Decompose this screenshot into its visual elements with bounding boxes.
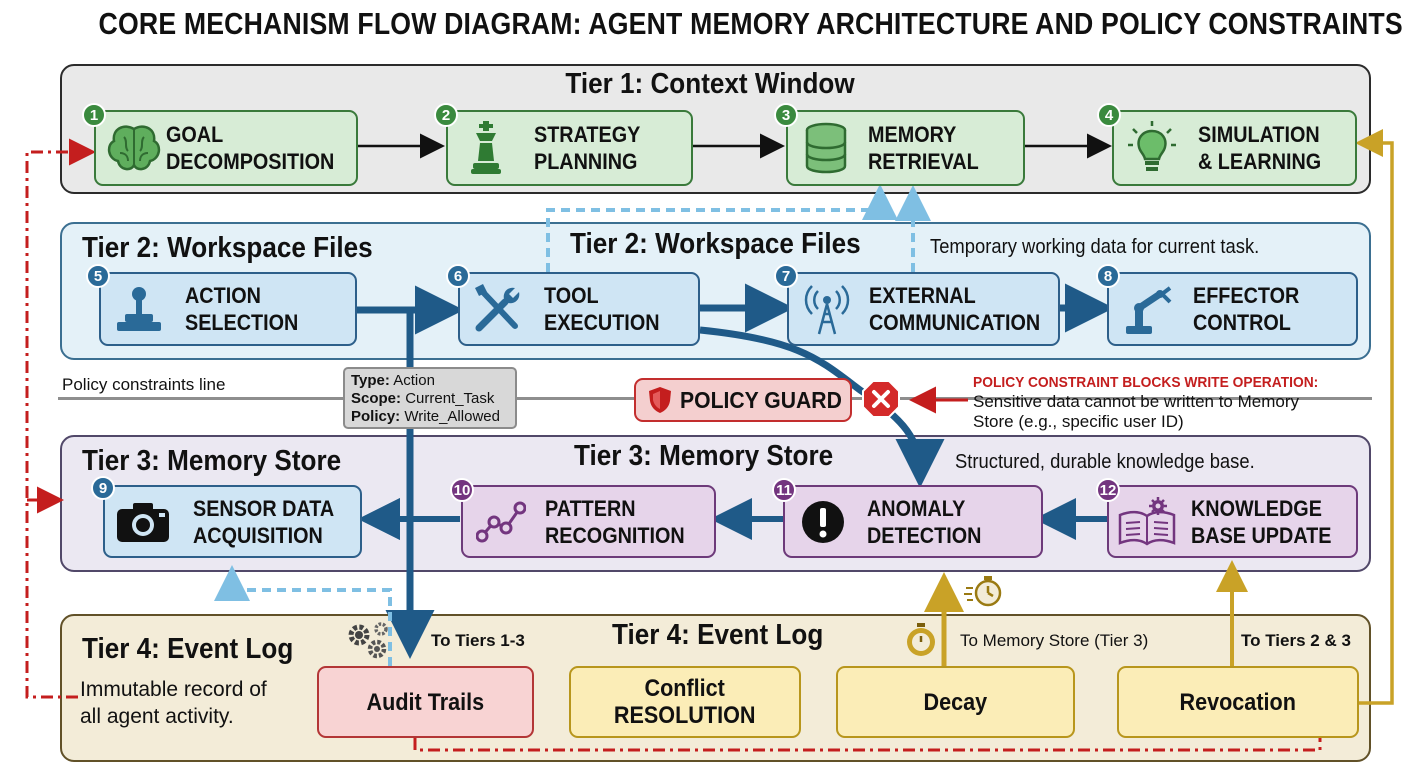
- box-decay: Decay: [836, 666, 1075, 738]
- to-tiers-2-3-label: To Tiers 2 & 3: [1241, 631, 1351, 650]
- redloop-left: [25, 138, 96, 699]
- node-number: 5: [86, 264, 110, 288]
- shield-icon: [648, 386, 672, 414]
- node-number: 2: [434, 103, 458, 127]
- node-number: 4: [1097, 103, 1121, 127]
- node-strategy-planning: STRATEGY PLANNING: [446, 110, 693, 186]
- tag-type-key: Type:: [351, 372, 390, 389]
- to-memory-store-label: To Memory Store (Tier 3): [960, 631, 1149, 650]
- database-icon: [794, 116, 858, 180]
- diagram-title: CORE MECHANISM FLOW DIAGRAM: AGENT MEMOR…: [98, 6, 1403, 41]
- tier2-description: Temporary working data for current task.: [930, 236, 1260, 258]
- stopwatch-icon: [964, 574, 1004, 608]
- tier2-center-label: Tier 2: Workspace Files: [570, 228, 861, 260]
- box-label: Revocation: [1179, 688, 1297, 716]
- dashed-audit-9: [214, 565, 392, 666]
- antenna-icon: [795, 277, 859, 341]
- node-label: ANOMALY DETECTION: [867, 495, 982, 548]
- node-label: PATTERN RECOGNITION: [545, 495, 685, 548]
- camera-icon: [111, 490, 175, 554]
- box-revocation: Revocation: [1117, 666, 1359, 738]
- joystick-icon: [107, 277, 171, 341]
- node-action-selection: ACTION SELECTION: [99, 272, 357, 346]
- node-number: 8: [1096, 264, 1120, 288]
- node-pattern-recognition: PATTERN RECOGNITION: [461, 485, 716, 558]
- node-number: 9: [91, 476, 115, 500]
- node-effector-control: EFFECTOR CONTROL: [1107, 272, 1358, 346]
- redloop-bottom: [413, 738, 1322, 752]
- warning-title: POLICY CONSTRAINT BLOCKS WRITE OPERATION…: [973, 374, 1319, 391]
- tier4-center-label: Tier 4: Event Log: [612, 619, 824, 651]
- tier3-label: Tier 3: Memory Store: [82, 445, 342, 477]
- tag-type-value: Action: [393, 372, 435, 389]
- gears-icon: [343, 621, 393, 663]
- node-label: MEMORY RETRIEVAL: [868, 122, 979, 174]
- node-anomaly-detection: ANOMALY DETECTION: [783, 485, 1043, 558]
- box-label: Audit Trails: [366, 688, 485, 716]
- tier4-description: Immutable record of all agent activity.: [80, 678, 267, 728]
- book-gear-icon: [1115, 490, 1179, 554]
- box-conflict-resolution: Conflict RESOLUTION: [569, 666, 801, 738]
- dashed-6-3: [546, 184, 898, 272]
- timer-icon: [903, 622, 939, 658]
- pattern-icon: [469, 490, 533, 554]
- node-sensor-data-acquisition: SENSOR DATA ACQUISITION: [103, 485, 362, 558]
- box-label: Decay: [923, 688, 988, 716]
- tier2-label: Tier 2: Workspace Files: [82, 232, 373, 264]
- tag-scope-value: Current_Task: [405, 390, 495, 407]
- node-number: 10: [450, 478, 474, 502]
- node-number: 7: [774, 264, 798, 288]
- node-tool-execution: TOOL EXECUTION: [458, 272, 700, 346]
- node-number: 3: [774, 103, 798, 127]
- node-label: EXTERNAL COMMUNICATION: [869, 283, 1041, 335]
- tier3-description: Structured, durable knowledge base.: [955, 451, 1255, 473]
- chess-icon: [454, 116, 518, 180]
- node-label: GOAL DECOMPOSITION: [166, 122, 335, 174]
- warning-body: Sensitive data cannot be written to Memo…: [973, 392, 1299, 431]
- brain-icon: [102, 116, 166, 180]
- action-metadata-tag: Type: Action Scope: Current_Task Policy:…: [343, 367, 517, 429]
- node-external-communication: EXTERNAL COMMUNICATION: [787, 272, 1060, 346]
- node-label: TOOL EXECUTION: [544, 283, 660, 335]
- node-label: STRATEGY PLANNING: [534, 122, 641, 174]
- tools-icon: [466, 277, 530, 341]
- tag-scope-key: Scope:: [351, 390, 402, 407]
- node-memory-retrieval: MEMORY RETRIEVAL: [786, 110, 1025, 186]
- node-number: 11: [772, 478, 796, 502]
- node-number: 12: [1096, 478, 1120, 502]
- tag-policy-key: Policy:: [351, 408, 401, 425]
- node-label: ACTION SELECTION: [185, 283, 299, 335]
- node-goal-decomposition: GOAL DECOMPOSITION: [94, 110, 358, 186]
- node-number: 6: [446, 264, 470, 288]
- node-label: EFFECTOR CONTROL: [1193, 283, 1300, 335]
- block-x-icon: [862, 380, 900, 418]
- box-audit-trails: Audit Trails: [317, 666, 534, 738]
- node-simulation-learning: SIMULATION & LEARNING: [1112, 110, 1357, 186]
- lightbulb-icon: [1120, 116, 1184, 180]
- node-label: SIMULATION & LEARNING: [1198, 122, 1322, 174]
- node-knowledge-base-update: KNOWLEDGE BASE UPDATE: [1107, 485, 1358, 558]
- arrow-6-11: [699, 326, 945, 488]
- policy-line-label: Policy constraints line: [62, 375, 226, 394]
- node-number: 1: [82, 103, 106, 127]
- to-tiers-1-3-label: To Tiers 1-3: [431, 631, 525, 650]
- robot-arm-icon: [1115, 277, 1179, 341]
- gold-rev-4: [1355, 129, 1394, 705]
- policy-guard: POLICY GUARD: [634, 378, 852, 422]
- policy-guard-label: POLICY GUARD: [680, 386, 842, 413]
- node-label: KNOWLEDGE BASE UPDATE: [1191, 495, 1332, 548]
- tier4-label: Tier 4: Event Log: [82, 633, 294, 665]
- tag-policy-value: Write_Allowed: [404, 408, 500, 425]
- node-label: SENSOR DATA ACQUISITION: [193, 495, 335, 548]
- box-label: Conflict RESOLUTION: [614, 675, 756, 729]
- tier1-label: Tier 1: Context Window: [565, 68, 855, 100]
- tier3-center-label: Tier 3: Memory Store: [574, 440, 834, 472]
- gold-rev-back: [1364, 705, 1392, 710]
- alert-icon: [791, 490, 855, 554]
